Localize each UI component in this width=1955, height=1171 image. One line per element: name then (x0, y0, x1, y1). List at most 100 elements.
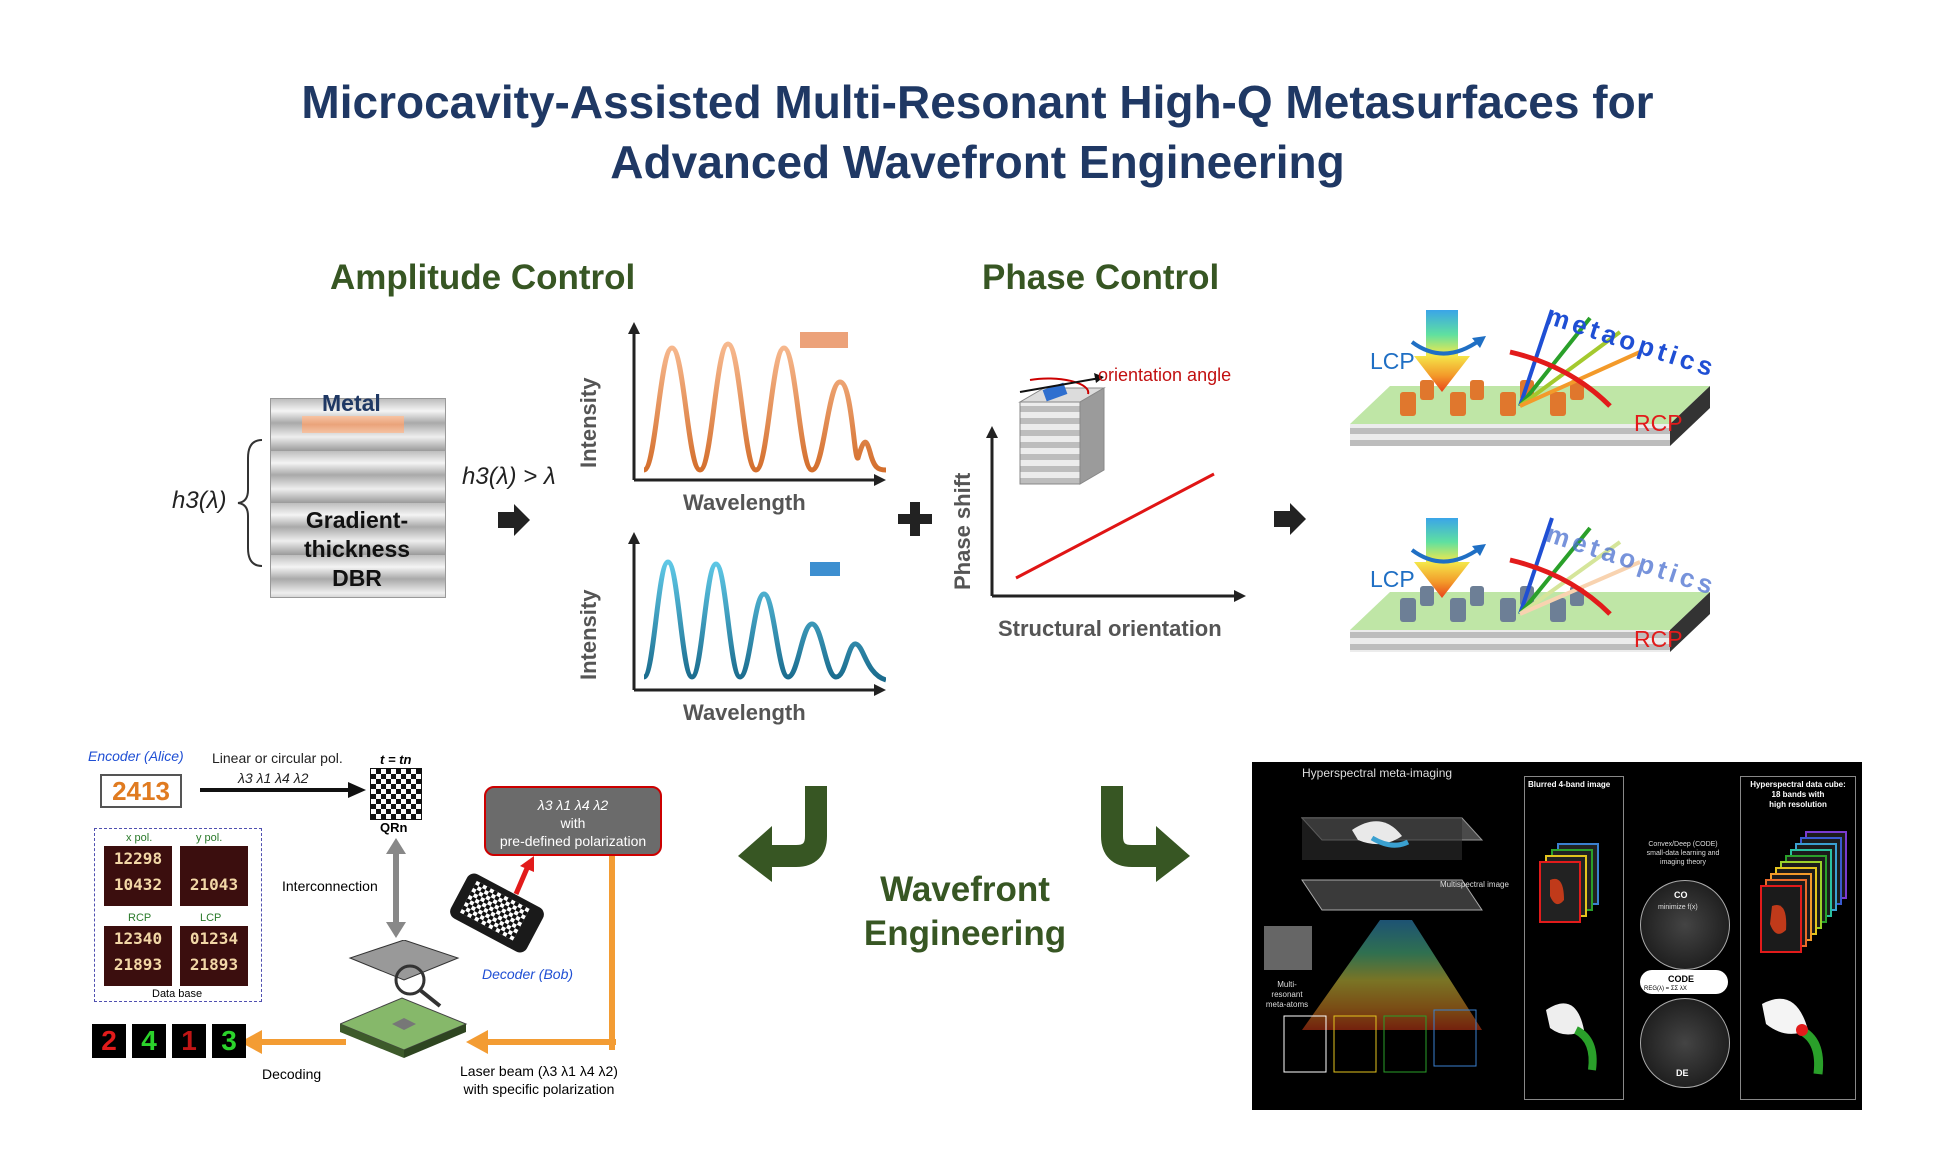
curved-arrow-left-icon (738, 786, 827, 882)
qr-code-icon (370, 768, 422, 820)
phase-heading: Phase Control (982, 258, 1220, 297)
decoded-digit-1: 2 (92, 1024, 126, 1058)
plus-icon (898, 502, 932, 536)
reg-label: REG(λ) = ΣΣ λX (1644, 986, 1687, 992)
blurred-stack (1539, 843, 1599, 923)
cube-line-3: high resolution (1769, 800, 1827, 809)
arrow-right-icon-2 (1274, 503, 1306, 535)
wavelength-label-1: Wavelength (683, 490, 806, 515)
box-line-3: pre-defined polarization (499, 833, 647, 849)
wavefront-line-2: Engineering (863, 914, 1067, 953)
title-line-2: Advanced Wavefront Engineering (610, 136, 1345, 188)
database-label: Data base (152, 988, 203, 1000)
blurred-label: Blurred 4-band image (1528, 780, 1611, 789)
decoder-label: Decoder (Bob) (482, 966, 574, 982)
laser-arrow-left (466, 1030, 616, 1054)
blurred-frame (1524, 776, 1624, 1100)
db-xpol-2: 10432 (113, 875, 163, 894)
hyperspectral-title: Hyperspectral meta-imaging (1302, 766, 1453, 780)
minimize-label: minimize f(x) (1658, 904, 1698, 911)
rcp-label-bottom: RCP (1634, 626, 1683, 652)
wavefront-line-1: Wavefront (880, 870, 1050, 909)
db-rcp: 12340 21893 (104, 926, 172, 986)
wavefront-label: Wavefront Engineering (850, 868, 1080, 956)
t-label: t = tn (380, 752, 412, 767)
db-ypol-2: 21043 (189, 875, 239, 894)
code-description: Convex/Deep (CODE) small-data learning a… (1628, 840, 1738, 867)
meta-imaging-graphic (1264, 817, 1484, 1073)
de-label: DE (1676, 1068, 1689, 1078)
intensity-plot-copper (628, 322, 886, 486)
metal-layer (302, 416, 404, 433)
metasurface-chip (340, 940, 468, 1058)
code-label: CODE (1668, 974, 1695, 984)
multispectral-label: Multispectral image (1440, 880, 1509, 889)
db-ypol: 21043 (180, 846, 248, 906)
qr-label: QRn (380, 820, 408, 835)
red-arrow-icon (513, 856, 534, 895)
laser-label: Laser beam (λ3 λ1 λ4 λ2) with specific p… (460, 1062, 618, 1098)
metal-label: Metal (322, 390, 381, 416)
db-xpol-1: 12298 (113, 849, 163, 868)
rcp-label-top: RCP (1634, 410, 1683, 436)
rcp-db-label: RCP (128, 912, 152, 924)
code-line-2: small-data learning and (1646, 850, 1720, 857)
decoded-digit-2: 4 (132, 1024, 166, 1058)
code-box: 2413 (100, 774, 182, 808)
dbr-label: Gradient- thickness DBR (292, 506, 422, 593)
pol-text: Linear or circular pol. (212, 750, 343, 766)
code-line-3: imaging theory (1660, 859, 1706, 866)
amplitude-heading: Amplitude Control (330, 258, 636, 297)
dbr-label-line-3: DBR (332, 565, 382, 591)
condition-label: h3(λ) > λ (462, 463, 556, 490)
laser-line-2: with specific polarization (463, 1081, 615, 1097)
phase-shift-label: Phase shift (950, 472, 975, 590)
box-line-1: λ3 λ1 λ4 λ2 (537, 797, 609, 813)
predefined-pol-box: λ3 λ1 λ4 λ2 with pre-defined polarizatio… (484, 786, 662, 856)
interconnection-label: Interconnection (282, 878, 378, 894)
db-xpol: 12298 10432 (104, 846, 172, 906)
structural-orientation-label: Structural orientation (998, 616, 1222, 641)
meta-line-2: meta-atoms (1265, 1000, 1309, 1009)
decoding-label: Decoding (262, 1066, 322, 1082)
meta-atoms-label: Multi-resonant meta-atoms (1262, 980, 1312, 1010)
db-lcp: 01234 21893 (180, 926, 248, 986)
decoded-digit-4: 3 (212, 1024, 246, 1058)
intensity-label-1: Intensity (576, 377, 601, 468)
dbr-label-line-2: thickness (303, 536, 411, 562)
curved-arrow-right-icon (1101, 786, 1190, 882)
interconnection-arrow (386, 838, 406, 938)
meta-line-1: Multi-resonant (1271, 980, 1303, 999)
wavelength-label-2: Wavelength (683, 700, 806, 725)
lcp-db-label: LCP (200, 912, 222, 924)
lcp-label-top: LCP (1370, 348, 1415, 374)
intensity-label-2: Intensity (576, 589, 601, 680)
lambda-sequence: λ3 λ1 λ4 λ2 (238, 770, 309, 786)
intensity-plot-teal (628, 532, 886, 696)
phase-shift-plot (986, 373, 1246, 602)
database-panel (94, 828, 262, 1002)
orange-arrow-down (609, 856, 615, 1050)
cube-frame (1740, 776, 1856, 1100)
db-lcp-2: 21893 (189, 955, 239, 974)
de-sphere (1640, 998, 1730, 1088)
hyperspectral-cube (1760, 831, 1847, 953)
arrow-right-icon (498, 504, 530, 536)
page-title: Microcavity-Assisted Multi-Resonant High… (0, 72, 1955, 192)
db-lcp-1: 01234 (189, 929, 239, 948)
db-rcp-2: 21893 (113, 955, 163, 974)
db-rcp-1: 12340 (113, 929, 163, 948)
ypol-label: y pol. (196, 832, 223, 844)
dbr-label-line-1: Gradient- (305, 507, 409, 533)
h3-brace (237, 439, 263, 567)
cube-line-2: 18 bands with (1771, 790, 1825, 799)
xpol-label: x pol. (126, 832, 153, 844)
laser-line-1: Laser beam (λ3 λ1 λ4 λ2) (460, 1063, 618, 1079)
cube-line-1: Hyperspectral data cube: (1750, 780, 1846, 789)
box-line-2: with (560, 815, 586, 831)
code-pill (1640, 970, 1728, 994)
decoded-digits: 2 4 1 3 (92, 1024, 246, 1058)
h3-label: h3(λ) (172, 487, 227, 514)
title-line-1: Microcavity-Assisted Multi-Resonant High… (301, 76, 1654, 128)
cube-label: Hyperspectral data cube: 18 bands with h… (1744, 780, 1852, 810)
